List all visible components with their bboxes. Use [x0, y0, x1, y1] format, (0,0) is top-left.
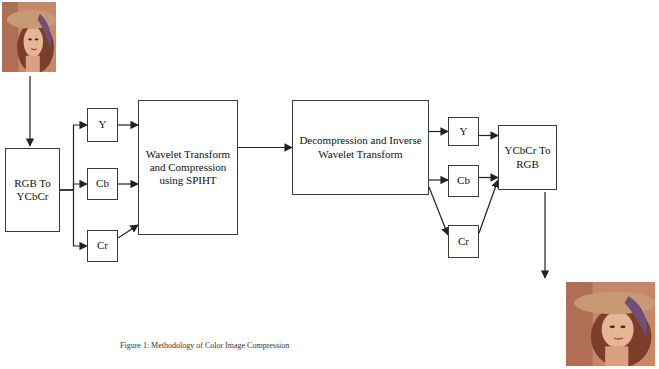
node-text: Cr	[97, 239, 108, 252]
node-text: YCbCr To RGB	[502, 144, 553, 170]
flow-arrow	[118, 225, 138, 238]
channel-box: Cr	[87, 230, 118, 262]
channel-box: Y	[87, 108, 118, 142]
flow-arrow	[60, 184, 87, 190]
channel-box: Cr	[448, 225, 479, 258]
portrait-image	[566, 282, 655, 366]
image-arrow	[29, 76, 30, 146]
process-box: Decompression and Inverse Wavelet Transf…	[292, 100, 429, 195]
node-text: Y	[99, 118, 107, 131]
conversion-box: YCbCr To RGB	[498, 125, 557, 190]
conversion-box: RGB To YCbCr	[5, 148, 60, 232]
portrait-image	[2, 2, 56, 72]
node-text: Cr	[458, 235, 469, 248]
image-arrow	[544, 192, 545, 278]
flow-arrow	[479, 135, 498, 136]
channel-box: Y	[448, 117, 479, 146]
flow-arrow	[479, 177, 498, 178]
node-text: Y	[460, 125, 468, 138]
process-box: Wavelet Transform and Compression using …	[138, 100, 238, 235]
node-text: Decompression and Inverse Wavelet Transf…	[296, 134, 425, 160]
flow-arrow	[429, 179, 448, 180]
node-text: Cb	[96, 177, 109, 190]
flow-arrow	[60, 190, 87, 246]
channel-box: Cb	[87, 168, 118, 200]
channel-box: Cb	[448, 165, 479, 197]
flow-arrow	[238, 147, 292, 148]
flow-arrow	[60, 125, 87, 190]
node-text: RGB To YCbCr	[9, 177, 56, 203]
flow-arrow	[479, 180, 498, 233]
flow-arrow	[118, 183, 138, 184]
node-text: Wavelet Transform and Compression using …	[142, 148, 234, 188]
flow-arrow	[429, 187, 448, 235]
figure-caption: Figure 1: Methodology of Color Image Com…	[120, 341, 289, 350]
flow-arrow	[118, 124, 138, 125]
node-text: Cb	[457, 174, 470, 187]
flow-arrow	[429, 131, 448, 132]
